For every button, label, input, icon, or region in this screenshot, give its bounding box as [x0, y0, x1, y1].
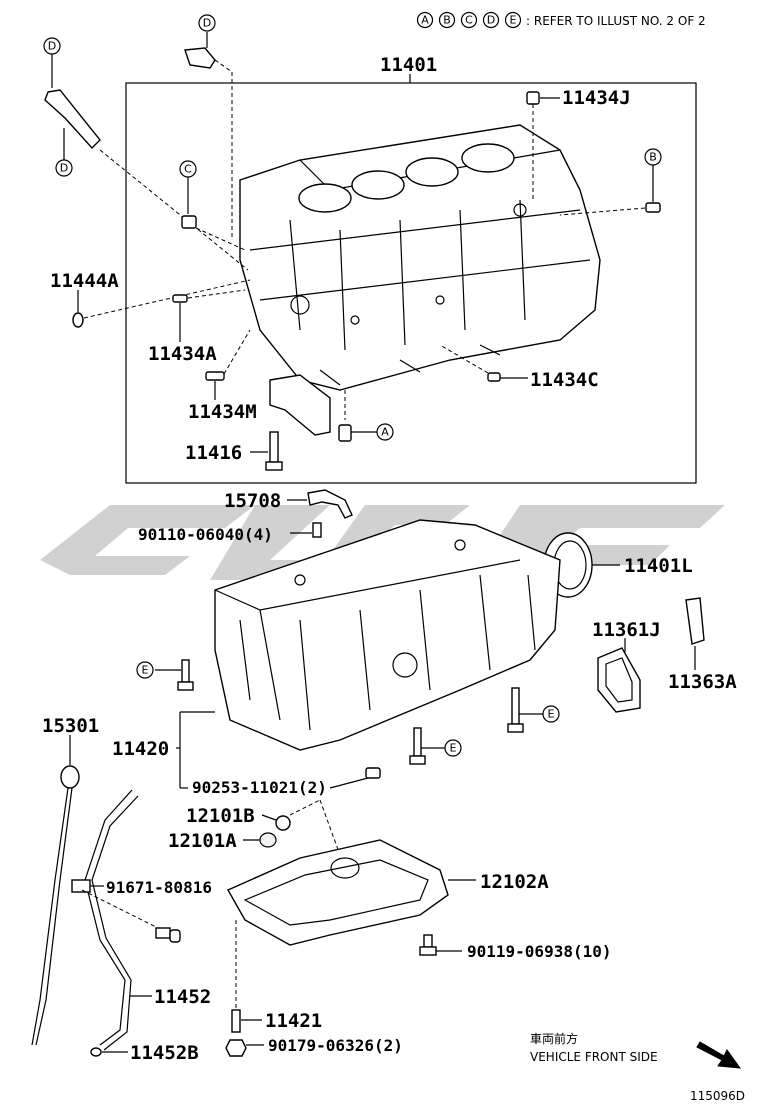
bolt-e-right[interactable] [507, 687, 524, 733]
oil-pan-12102a[interactable] [227, 839, 449, 946]
pin-11434c[interactable] [487, 372, 501, 382]
callout-e-left: E [142, 664, 149, 677]
callout-e-right: E [548, 708, 555, 721]
label-11444a[interactable]: 11444A [50, 270, 119, 292]
bearing-cap[interactable] [269, 374, 331, 436]
callouts: D D D C B A E E E [43, 14, 662, 757]
plug-c[interactable] [181, 215, 197, 229]
sensor-d-top[interactable] [184, 47, 216, 69]
callout-d-top: D [203, 17, 211, 30]
stud-11421[interactable] [231, 1009, 241, 1033]
label-91671[interactable]: 91671-80816 [106, 878, 212, 897]
label-90179[interactable]: 90179-06326(2) [268, 1036, 403, 1055]
part-labels: 11401 11434J 11444A 11434A 11434M 11434C… [42, 54, 737, 1064]
label-11401l[interactable]: 11401L [624, 555, 693, 577]
nut-90179[interactable] [225, 1039, 247, 1057]
label-11401[interactable]: 11401 [380, 54, 437, 76]
gasket-11361j[interactable] [597, 647, 641, 713]
front-label-en: VEHICLE FRONT SIDE [530, 1050, 658, 1064]
bolt-90253[interactable] [365, 767, 381, 779]
bolt-90110[interactable] [312, 522, 322, 538]
label-11434c[interactable]: 11434C [530, 369, 599, 391]
cap-11363a[interactable] [685, 597, 705, 645]
pin-11434m[interactable] [205, 371, 225, 381]
legend-letter-e: E [510, 14, 517, 27]
label-11420[interactable]: 11420 [112, 738, 169, 760]
legend-letter-b: B [443, 14, 451, 27]
pin-b[interactable] [645, 202, 661, 213]
bolt-90119[interactable] [419, 934, 437, 956]
dipstick-15301[interactable] [31, 765, 80, 1046]
bolt-e-mid[interactable] [409, 727, 426, 765]
pin-11434a[interactable] [172, 294, 188, 303]
label-90119[interactable]: 90119-06938(10) [467, 942, 612, 961]
label-90110[interactable]: 90110-06040(4) [138, 525, 273, 544]
cylinder-block[interactable] [239, 124, 601, 391]
gasket-12101b[interactable] [275, 815, 291, 831]
plug-12101a[interactable] [259, 832, 277, 848]
cylinder-block-frame [125, 82, 697, 484]
front-arrow-icon [696, 1041, 742, 1069]
pin-a[interactable] [338, 424, 352, 442]
sensor-d-left[interactable] [44, 89, 101, 150]
legend-text: : REFER TO ILLUST NO. 2 OF 2 [526, 14, 706, 28]
label-12101a[interactable]: 12101A [168, 830, 237, 852]
dipstick-guide-11452[interactable] [71, 789, 139, 1051]
refer-legend: A B C D E : REFER TO ILLUST NO. 2 OF 2 [416, 11, 706, 29]
bolt-e-left[interactable] [177, 659, 194, 691]
tube-15708[interactable] [307, 489, 353, 519]
callout-a: A [381, 426, 389, 439]
gasket-11444a[interactable] [72, 312, 84, 328]
label-11421[interactable]: 11421 [265, 1010, 322, 1032]
label-11452[interactable]: 11452 [154, 986, 211, 1008]
legend-letter-a: A [421, 14, 429, 27]
oring-11452b[interactable] [90, 1047, 102, 1057]
bolt-11416[interactable] [265, 431, 283, 471]
bolt-91671[interactable] [155, 927, 181, 943]
crankcase-11420[interactable] [214, 519, 561, 751]
callout-e-mid: E [450, 742, 457, 755]
label-15301[interactable]: 15301 [42, 715, 99, 737]
label-15708[interactable]: 15708 [224, 490, 281, 512]
front-label-jp: 車両前方 [530, 1031, 578, 1046]
callout-b: B [649, 151, 657, 164]
label-11416[interactable]: 11416 [185, 442, 242, 464]
callout-c: C [184, 163, 192, 176]
label-11452b[interactable]: 11452B [130, 1042, 199, 1064]
plug-11434j[interactable] [526, 91, 540, 105]
callout-d-left-bottom: D [60, 162, 68, 175]
label-11363a[interactable]: 11363A [668, 671, 737, 693]
label-11434a[interactable]: 11434A [148, 343, 217, 365]
legend-letter-d: D [487, 14, 495, 27]
label-11434m[interactable]: 11434M [188, 401, 257, 423]
label-12102a[interactable]: 12102A [480, 871, 549, 893]
label-90253[interactable]: 90253-11021(2) [192, 778, 327, 797]
callout-d-left-top: D [48, 40, 56, 53]
label-11434j[interactable]: 11434J [562, 87, 631, 109]
vehicle-front-indicator: 車両前方 VEHICLE FRONT SIDE [530, 1031, 742, 1069]
label-11361j[interactable]: 11361J [592, 619, 661, 641]
legend-letter-c: C [465, 14, 473, 27]
illustration-number: 115096D [690, 1089, 745, 1103]
label-12101b[interactable]: 12101B [186, 805, 255, 827]
